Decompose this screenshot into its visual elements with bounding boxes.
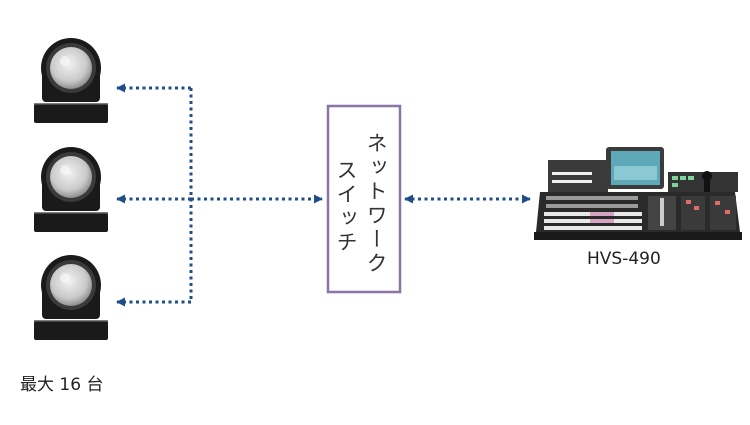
- ptz-camera-icon: [33, 37, 109, 124]
- video-switcher-icon: [534, 147, 742, 240]
- ptz-camera-icon: [33, 254, 109, 341]
- camera-count-label: 最大 16 台: [20, 375, 104, 395]
- network-switch-box: [326, 104, 402, 294]
- switch-label-line1: ネットワーク: [364, 132, 388, 276]
- switcher-model-label: HVS-490: [587, 249, 661, 269]
- ptz-camera-icon: [33, 146, 109, 233]
- switch-label-line2: スイッチ: [334, 159, 358, 255]
- camera-links: [116, 83, 531, 307]
